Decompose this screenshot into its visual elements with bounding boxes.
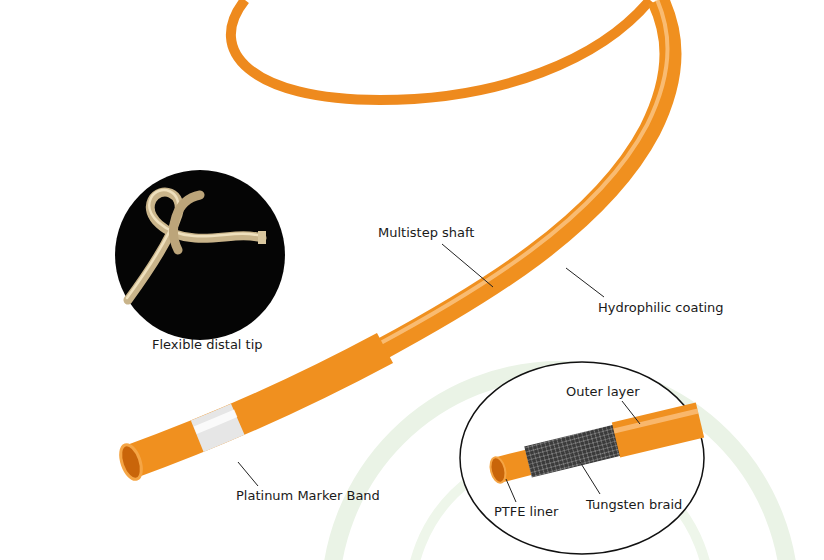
tip-inset xyxy=(115,170,285,340)
catheter-shaft xyxy=(380,0,671,350)
leader-line xyxy=(622,401,640,424)
shaft-highlight xyxy=(377,0,668,345)
part-label: Tungsten braid xyxy=(586,497,682,513)
marker-band xyxy=(130,348,385,462)
part-label: Outer layer xyxy=(566,384,640,400)
layer-cutaway xyxy=(488,411,700,484)
catheter-shaft xyxy=(130,348,385,462)
part-label: Flexible distal tip xyxy=(152,337,263,353)
tip-opening xyxy=(117,442,146,482)
part-label: Hydrophilic coating xyxy=(598,300,724,316)
leader-line xyxy=(580,462,600,494)
layer-inset xyxy=(460,362,704,554)
knot-drawing xyxy=(127,190,266,300)
marker-band-shine xyxy=(128,342,383,456)
catheter-shaft xyxy=(231,0,650,100)
leader-line xyxy=(238,462,258,486)
part-label: Platinum Marker Band xyxy=(236,488,380,504)
part-label: PTFE liner xyxy=(494,504,558,520)
leader-line xyxy=(566,268,604,297)
leader-line xyxy=(442,244,493,287)
part-label: Multistep shaft xyxy=(378,225,474,241)
leader-line xyxy=(506,479,516,502)
